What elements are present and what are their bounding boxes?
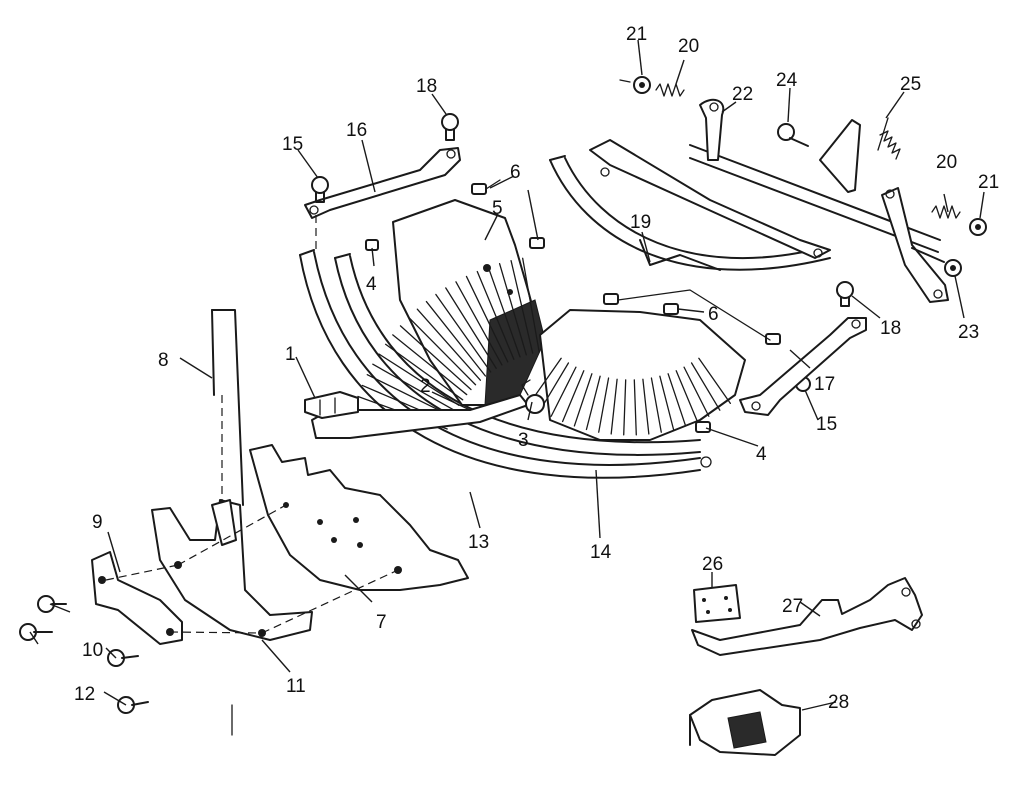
callout-10: 10 — [82, 640, 103, 661]
callout-28: 28 — [828, 692, 849, 713]
callout-24: 24 — [776, 70, 798, 91]
rod-8 — [211, 309, 244, 506]
leader-lines — [29, 39, 985, 711]
callout-23: 23 — [958, 322, 979, 343]
screws-10-12 — [19, 595, 149, 714]
callout-3: 3 — [518, 430, 529, 451]
callout-4-lower: 4 — [756, 444, 767, 465]
callout-7: 7 — [376, 612, 387, 633]
callout-20-top: 20 — [678, 36, 699, 57]
comb-tooth — [455, 281, 503, 366]
callout-2: 2 — [420, 376, 431, 397]
typebar-comb-5 — [357, 199, 546, 430]
block-1 — [304, 391, 359, 419]
comb-tooth — [445, 287, 497, 370]
comb-tooth — [425, 300, 487, 377]
callout-22: 22 — [732, 84, 753, 105]
block-26 — [693, 584, 741, 623]
callout-21-top: 21 — [626, 24, 647, 45]
comb-tooth — [675, 370, 699, 423]
callout-11: 11 — [286, 676, 306, 697]
callout-18-right: 18 — [880, 318, 901, 339]
callout-14: 14 — [590, 542, 612, 563]
comb-tooth — [378, 353, 460, 406]
callout-15-upper: 15 — [282, 134, 303, 155]
callout-15-right: 15 — [816, 414, 837, 435]
comb-tooth — [487, 266, 521, 358]
comb-tooth — [659, 375, 675, 431]
frame-19 — [549, 139, 831, 271]
comb-tooth — [416, 308, 482, 381]
comb-tooth — [522, 257, 540, 353]
callout-19: 19 — [630, 212, 651, 233]
callout-8: 8 — [158, 350, 169, 371]
comb-tooth — [598, 377, 610, 433]
bracket-16 — [304, 147, 461, 250]
callout-4-upper: 4 — [366, 274, 377, 295]
callout-17: 17 — [814, 374, 835, 395]
callout-21-right: 21 — [978, 172, 999, 193]
comb-tooth — [392, 334, 468, 396]
plate-7 — [249, 444, 469, 591]
comb-tooth — [399, 325, 472, 391]
comb-tooth — [435, 293, 492, 373]
callout-25: 25 — [900, 74, 921, 95]
comb-tooth — [476, 270, 515, 360]
comb-tooth — [510, 259, 534, 354]
callout-6-middle: 6 — [708, 304, 719, 325]
comb-tooth — [408, 316, 477, 386]
comb-tooth — [550, 366, 577, 417]
comb-tooth — [610, 378, 618, 435]
comb-tooth — [633, 379, 637, 436]
comb-tooth — [384, 343, 464, 401]
dashed-guides — [105, 395, 399, 634]
lever-27 — [691, 577, 923, 656]
comb-tooth — [372, 363, 457, 412]
callout-1: 1 — [285, 344, 296, 365]
callout-16: 16 — [346, 120, 367, 141]
typebar-comb-right — [528, 309, 746, 441]
comb-tooth — [683, 366, 710, 417]
callout-labels: 1 2 3 4 4 5 6 6 7 8 9 10 11 12 13 14 15 … — [74, 24, 999, 713]
part-3 — [521, 379, 545, 414]
comb-tooth — [585, 375, 601, 431]
callout-20-right: 20 — [936, 152, 957, 173]
callout-13: 13 — [468, 532, 489, 553]
callout-18-upper: 18 — [416, 76, 437, 97]
comb-tooth — [498, 263, 527, 356]
comb-tooth — [539, 362, 570, 411]
callout-12: 12 — [74, 684, 95, 705]
comb-tooth — [698, 357, 732, 405]
callout-6-upper: 6 — [510, 162, 521, 183]
bracket-17 — [739, 317, 867, 416]
comb-tooth — [667, 373, 687, 427]
comb-tooth — [561, 370, 585, 423]
shaft-assembly — [619, 76, 987, 303]
bracket-28 — [689, 689, 801, 756]
comb-tooth — [573, 373, 593, 427]
callout-5: 5 — [492, 198, 503, 219]
comb-tooth — [650, 377, 662, 433]
screw-parts — [311, 113, 854, 433]
callout-27: 27 — [782, 596, 803, 617]
comb-tooth — [642, 378, 650, 435]
callout-9: 9 — [92, 512, 103, 533]
plate-11 — [151, 499, 313, 641]
callout-26: 26 — [702, 554, 723, 575]
comb-tooth — [690, 362, 721, 411]
comb-tooth — [465, 275, 509, 363]
comb-tooth — [623, 379, 627, 436]
